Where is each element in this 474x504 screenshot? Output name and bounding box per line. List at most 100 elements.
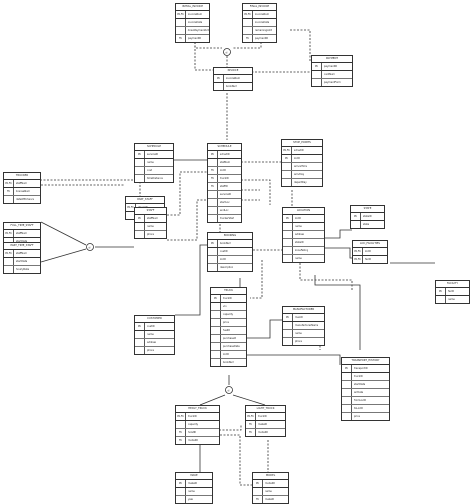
attribute-name: makeID [188, 482, 198, 485]
attribute-name: address [147, 341, 157, 344]
key-marker [135, 167, 145, 174]
attribute-name: capacity [223, 313, 234, 316]
entity-attribute-row: phone [135, 231, 166, 238]
attribute-name: price [354, 415, 360, 418]
attribute-name: name [295, 332, 302, 335]
entity-attribute-row: arrivDay [282, 171, 322, 179]
key-marker [342, 413, 352, 420]
entity-attribute-row: name [176, 488, 212, 496]
attribute-name: locID [295, 217, 301, 220]
key-marker [4, 196, 14, 203]
key-marker [342, 389, 352, 396]
entity-attribute-row: capacity [176, 421, 219, 429]
entity-attribute-row: state [351, 221, 384, 228]
key-marker: PK [283, 314, 293, 321]
attribute-name: locID [220, 258, 226, 261]
attribute-name: name [188, 490, 195, 493]
attribute-name: purchaseDate [223, 345, 240, 348]
entity-attribute-row: arrivalTime [282, 163, 322, 171]
attribute-name: departDay [294, 181, 307, 184]
attribute-name: name [295, 257, 302, 260]
attribute-name: invoiceDate [188, 21, 203, 24]
attribute-name: state [363, 223, 370, 226]
key-marker [342, 405, 352, 412]
key-marker: PK,FK [176, 413, 186, 420]
attribute-name: serviceID [220, 193, 232, 196]
entity-attribute-row: hourlyRate [4, 266, 40, 273]
entity-title: TRANSPORT_HISTORY [342, 358, 389, 365]
key-marker [4, 238, 14, 245]
entity-attribute-row: bookNum [214, 83, 252, 90]
key-marker [211, 335, 221, 342]
entity-attribute-row: invoiceDate [176, 19, 209, 27]
key-marker [211, 359, 221, 366]
entity-title: PART_TIME_STAFF [4, 243, 40, 250]
attribute-name: staffID [220, 185, 228, 188]
entity-title: STOP_POINTS [282, 140, 322, 147]
key-marker: PK,FK [282, 147, 292, 154]
attribute-name: truckID [223, 297, 232, 300]
key-marker [253, 488, 263, 495]
entity-attribute-row: truckID [342, 373, 389, 381]
attribute-name: paymentID [324, 65, 338, 68]
entity-attribute-row: purchase# [211, 335, 246, 343]
entity-title: MANUFACTURER [283, 307, 324, 314]
key-marker [208, 256, 218, 263]
attribute-name: zoneFalling [295, 249, 309, 252]
key-marker: PK [436, 288, 446, 295]
entity-attribute-row: manufacturerName [283, 322, 324, 330]
key-marker: PK [283, 215, 293, 222]
key-marker [135, 331, 145, 338]
entity-attribute-row: price [211, 319, 246, 327]
attribute-name: staffNum [16, 182, 27, 185]
key-marker [176, 421, 186, 428]
entity-attribute-row: description [208, 264, 252, 271]
attribute-name: locID [365, 250, 371, 253]
attribute-name: purchase# [223, 337, 236, 340]
attribute-name: remainingAmt [255, 29, 272, 32]
key-marker: PK,FK [353, 248, 363, 255]
key-marker: FK [4, 188, 14, 195]
attribute-name: manID [295, 316, 303, 319]
entity-title: BOOKING [208, 233, 252, 240]
attribute-name: hoistID [188, 431, 197, 434]
attribute-name: startDate [16, 260, 28, 263]
attribute-name: truckID [188, 415, 197, 418]
key-marker: PK [253, 480, 263, 487]
attribute-name: hourlyRate [16, 268, 30, 271]
entity-attribute-row: downPaymentAmt [176, 27, 209, 35]
key-marker [243, 19, 253, 26]
entity-title: PAYMENT [312, 56, 352, 63]
key-marker [208, 159, 218, 166]
key-marker: PK [211, 295, 221, 302]
entity-attribute-row: paymentForm [312, 79, 352, 86]
entity-attribute-row: purchaseDate [211, 343, 246, 351]
entity-title: FULL_TIME_STAFF [4, 223, 40, 230]
entity-attribute-row: departDay [282, 179, 322, 186]
attribute-name: vin [223, 305, 227, 308]
entity-attribute-row: zoneFalling [283, 247, 324, 255]
attribute-name: locID [223, 353, 229, 356]
attribute-name: paymentID [255, 37, 269, 40]
key-marker: FK [246, 421, 256, 428]
attribute-name: startDate [354, 383, 366, 386]
entity-attribute-row: locID [211, 351, 246, 359]
attribute-name: staffNum [16, 252, 27, 255]
